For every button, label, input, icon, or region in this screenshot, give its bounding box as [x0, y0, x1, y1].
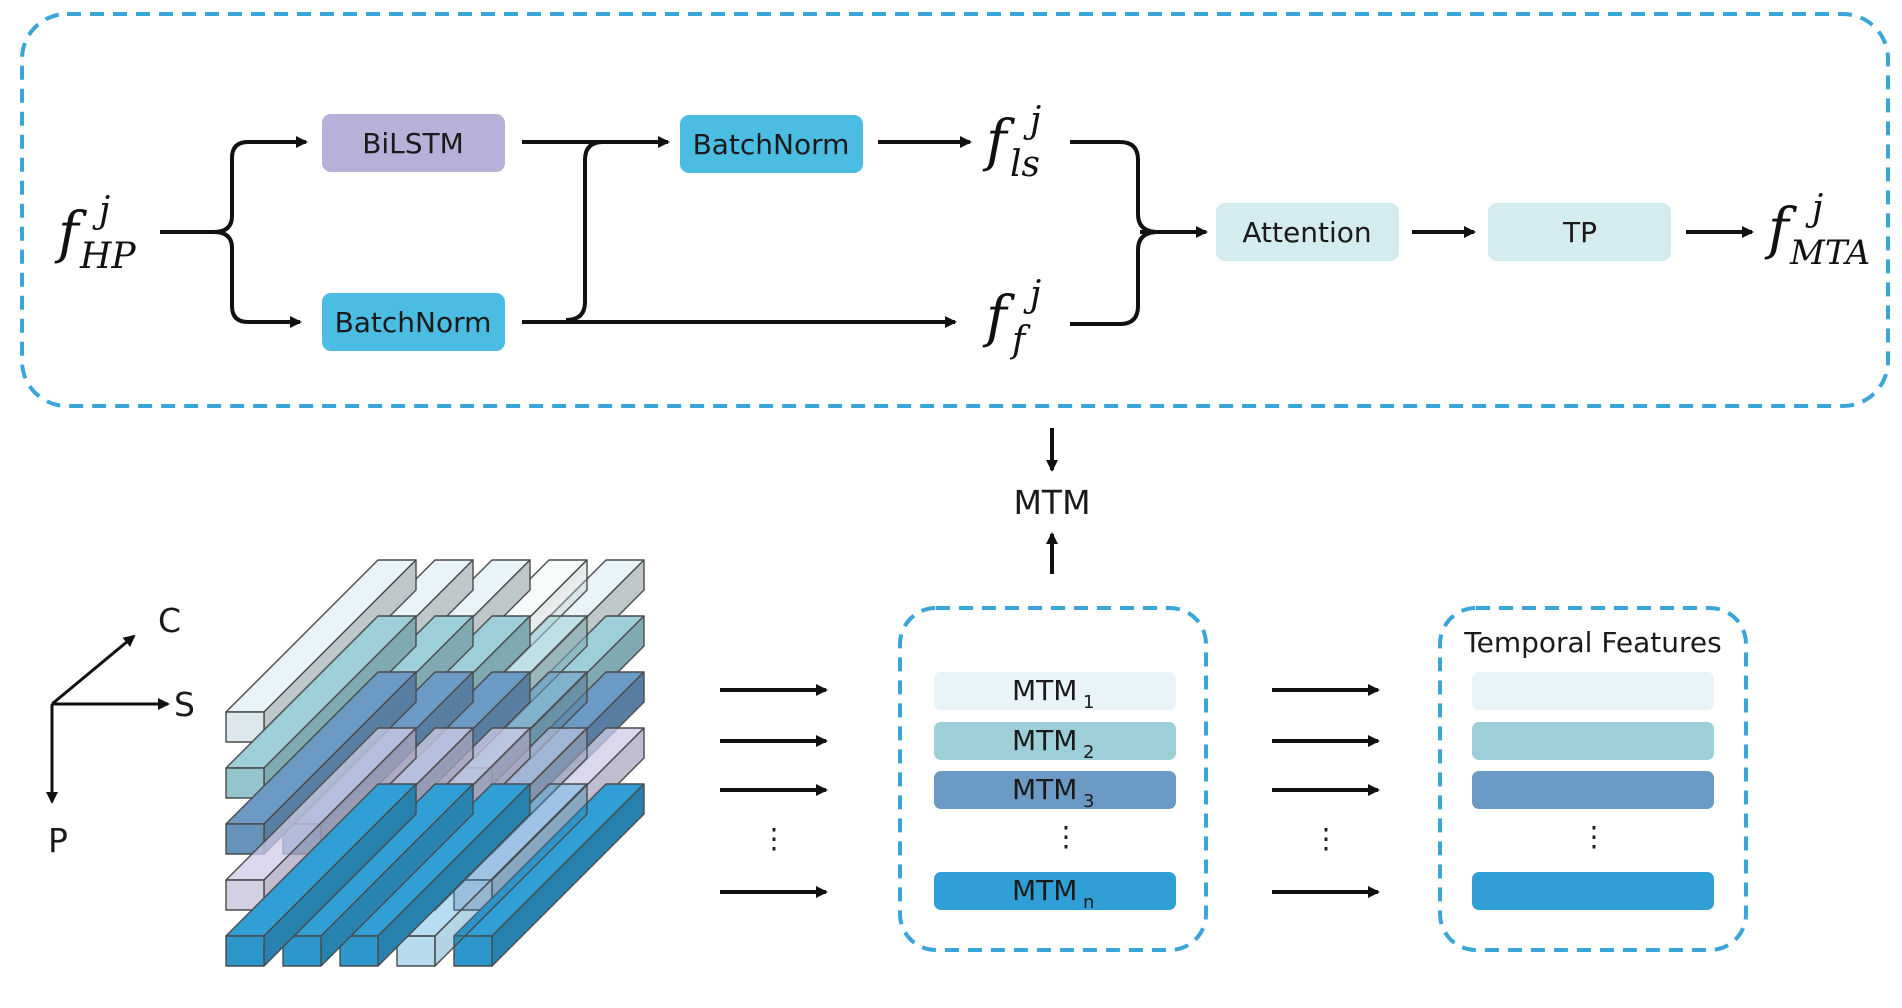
mtm-item-2-base: MTM — [1012, 724, 1077, 757]
feature-tensor — [225, 559, 645, 967]
mtm-item-2-sub: 2 — [1083, 742, 1094, 763]
feature-f: f j f — [982, 274, 1041, 361]
ellipsis-middle: ⋮ — [1312, 822, 1340, 855]
temporal-feature-2 — [1472, 722, 1714, 760]
output-feature-sub: MTA — [1789, 233, 1870, 273]
mtm-item-3-base: MTM — [1012, 773, 1077, 806]
mtm-item-3-sub: 3 — [1083, 791, 1094, 812]
mtm-item-3: MTM 3 — [934, 771, 1176, 812]
residual-connector — [522, 136, 957, 328]
batchnorm-upper-block: BatchNorm — [680, 115, 863, 173]
mtm-list-border — [898, 606, 1208, 952]
feature-ls: f j ls — [982, 100, 1041, 185]
temporal-feature-3 — [1472, 771, 1714, 809]
mtm-item-1: MTM 1 — [934, 672, 1176, 713]
mtm-item-1-sub: 1 — [1083, 692, 1094, 713]
temporal-feature-n — [1472, 872, 1714, 910]
mtm-item-n-base: MTM — [1012, 874, 1077, 907]
bilstm-label: BiLSTM — [362, 127, 464, 160]
mtm-label: MTM — [1013, 483, 1090, 522]
input-feature: f j HP — [54, 190, 136, 277]
tp-label: TP — [1562, 216, 1597, 249]
mtm-item-n: MTM n — [934, 872, 1176, 913]
temporal-feature-1 — [1472, 672, 1714, 710]
feature-f-sup: j — [1023, 274, 1041, 315]
tensor-bar-r5-c3-front — [339, 935, 379, 967]
tensor-bar-r5-c4-front — [396, 935, 436, 967]
ellipsis-left: ⋮ — [760, 822, 788, 855]
temporal-features-border — [1438, 606, 1748, 952]
axis-gizmo — [46, 634, 170, 804]
input-feature-sub: HP — [79, 236, 136, 277]
axis-c-label: C — [158, 601, 181, 640]
input-split-connector — [160, 136, 308, 328]
axis-s-label: S — [174, 685, 195, 724]
tensor-bar-r5-c2-front — [282, 935, 322, 967]
merge-connector — [1070, 140, 1208, 326]
batchnorm-upper-label: BatchNorm — [693, 128, 850, 161]
attention-block: Attention — [1216, 203, 1399, 261]
input-feature-sup: j — [92, 190, 110, 231]
tensor-bar-r5-c1-front — [225, 935, 265, 967]
tp-block: TP — [1488, 203, 1671, 261]
feature-ls-sub: ls — [1010, 144, 1040, 185]
mtm-to-temporal-arrows — [1272, 684, 1380, 898]
axis-p-label: P — [48, 821, 68, 860]
bilstm-block: BiLSTM — [322, 114, 505, 172]
tensor-bar-r5-c5-front — [453, 935, 493, 967]
mtm-item-2: MTM 2 — [934, 722, 1176, 763]
ellipsis-temporal: ⋮ — [1580, 820, 1608, 853]
tensor-to-mtm-arrows — [720, 684, 828, 898]
feature-ls-sup: j — [1023, 100, 1041, 141]
feature-f-base: f — [982, 285, 1016, 350]
output-feature: f j MTA — [1764, 188, 1870, 273]
temporal-features-title: Temporal Features — [1463, 626, 1722, 659]
batchnorm-lower-label: BatchNorm — [335, 306, 492, 339]
batchnorm-lower-block: BatchNorm — [322, 293, 505, 351]
mtm-item-n-sub: n — [1083, 892, 1094, 913]
top-module-border — [20, 12, 1890, 408]
mtm-item-1-base: MTM — [1012, 674, 1077, 707]
ellipsis-mtm: ⋮ — [1052, 820, 1080, 853]
feature-f-sub: f — [1009, 320, 1031, 361]
attention-label: Attention — [1242, 216, 1371, 249]
output-feature-sup: j — [1805, 188, 1823, 229]
